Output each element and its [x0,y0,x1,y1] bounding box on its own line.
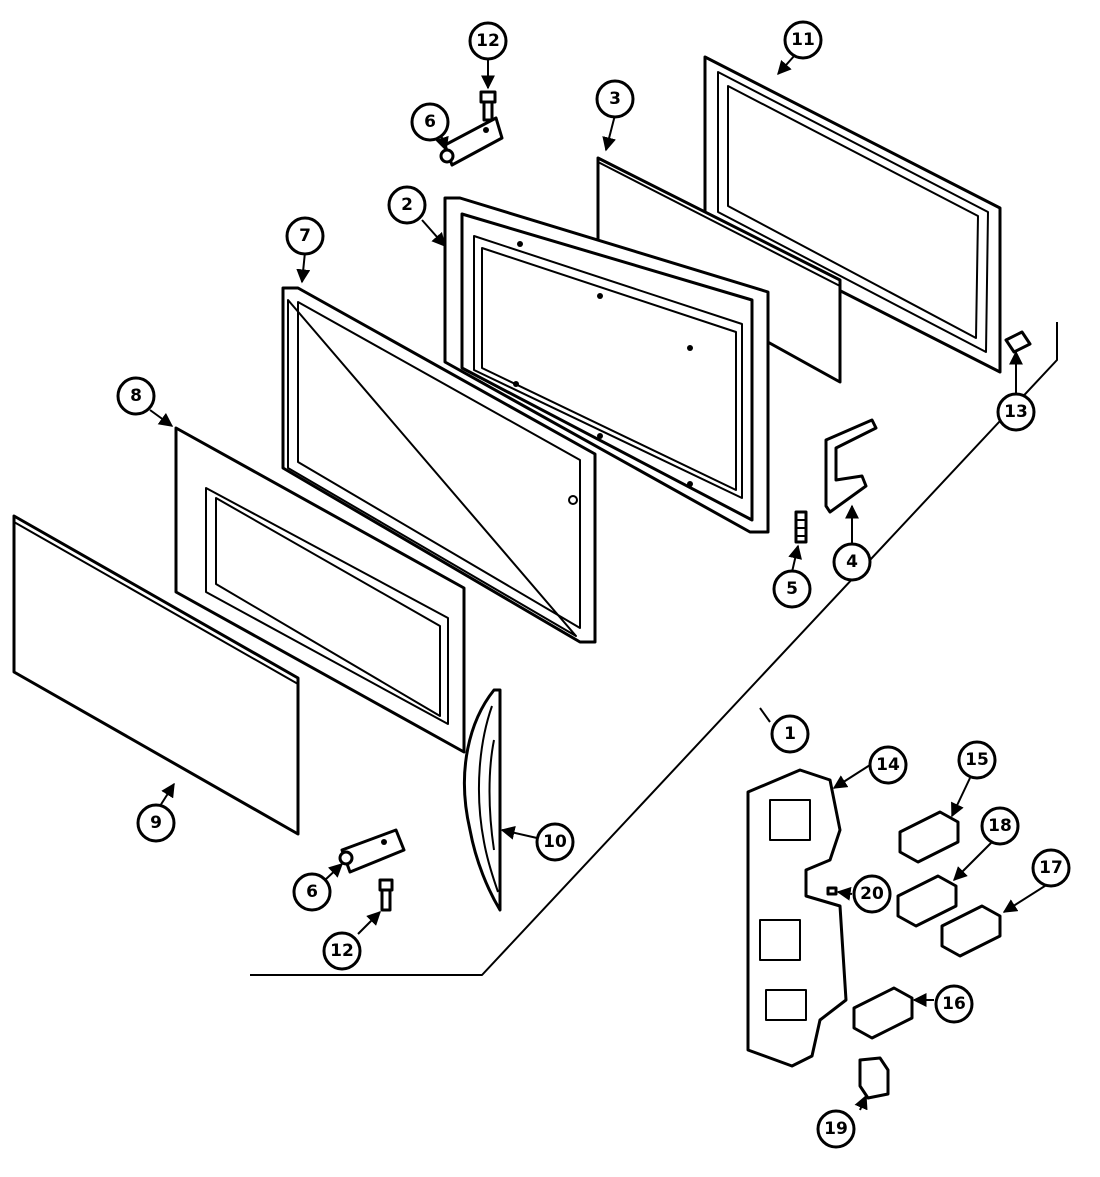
callout-label: 6 [306,882,318,902]
callout-label: 16 [942,994,966,1014]
callout-20: 20 [852,874,892,914]
callout-label: 18 [988,816,1012,836]
callout-label: 1 [784,724,796,744]
callout-label: 9 [150,813,162,833]
callout-6-top: 6 [410,102,450,142]
part-2-inner-door-frame [443,196,770,534]
callout-2: 2 [387,185,427,225]
callout-8: 8 [116,376,156,416]
callout-label: 17 [1039,858,1063,878]
callout-label: 5 [786,579,798,599]
part-17-switch [940,904,1002,958]
callout-7: 7 [285,216,325,256]
callout-label: 8 [130,386,142,406]
part-14-latch-housing [746,768,848,1068]
callout-label: 13 [1004,402,1028,422]
part-8-choke-panel [174,426,466,754]
callout-label: 2 [401,195,413,215]
part-3-glass-panel [596,156,842,384]
callout-4: 4 [832,542,872,582]
assembly-boundary-line [250,322,1058,976]
callout-6-bottom: 6 [292,872,332,912]
part-4-latch [824,418,878,514]
part-16-switch [852,986,914,1040]
callout-label: 14 [876,755,900,775]
callout-label: 12 [476,31,500,51]
part-12-screw-top [479,90,497,122]
callout-3: 3 [595,79,635,119]
part-11-back-frame [703,55,1002,374]
callout-14: 14 [868,745,908,785]
part-5-spring [794,510,808,544]
part-7-door-frame [281,286,597,644]
callout-16: 16 [934,984,974,1024]
callout-12-bottom: 12 [322,931,362,971]
part-13-screw [1004,330,1032,354]
part-10-door-handle [463,688,502,912]
part-6-hinge-bottom [338,828,406,874]
callout-label: 10 [543,832,567,852]
part-20-small-screw [826,886,838,896]
callout-12-top: 12 [468,21,508,61]
callout-label: 11 [791,30,815,50]
callout-label: 3 [609,89,621,109]
part-6-hinge-top [439,116,504,167]
part-18-switch [896,874,958,928]
callout-label: 15 [965,750,989,770]
callout-label: 19 [824,1119,848,1139]
callout-10: 10 [535,822,575,862]
callout-15: 15 [957,740,997,780]
callout-18: 18 [980,806,1020,846]
callout-label: 4 [846,552,858,572]
callout-19: 19 [816,1109,856,1149]
leader-lines [149,54,1049,1111]
callout-label: 12 [330,941,354,961]
part-19-clip [858,1056,890,1100]
callout-5: 5 [772,569,812,609]
callout-label: 6 [424,112,436,132]
callout-label: 20 [860,884,884,904]
callout-label: 7 [299,226,311,246]
part-9-outer-door-panel [12,514,300,836]
callout-1: 1 [770,714,810,754]
part-15-switch [898,810,960,864]
callout-17: 17 [1031,848,1071,888]
callout-11: 11 [783,20,823,60]
callout-13: 13 [996,392,1036,432]
part-12-screw-bottom [378,878,394,912]
callout-9: 9 [136,803,176,843]
